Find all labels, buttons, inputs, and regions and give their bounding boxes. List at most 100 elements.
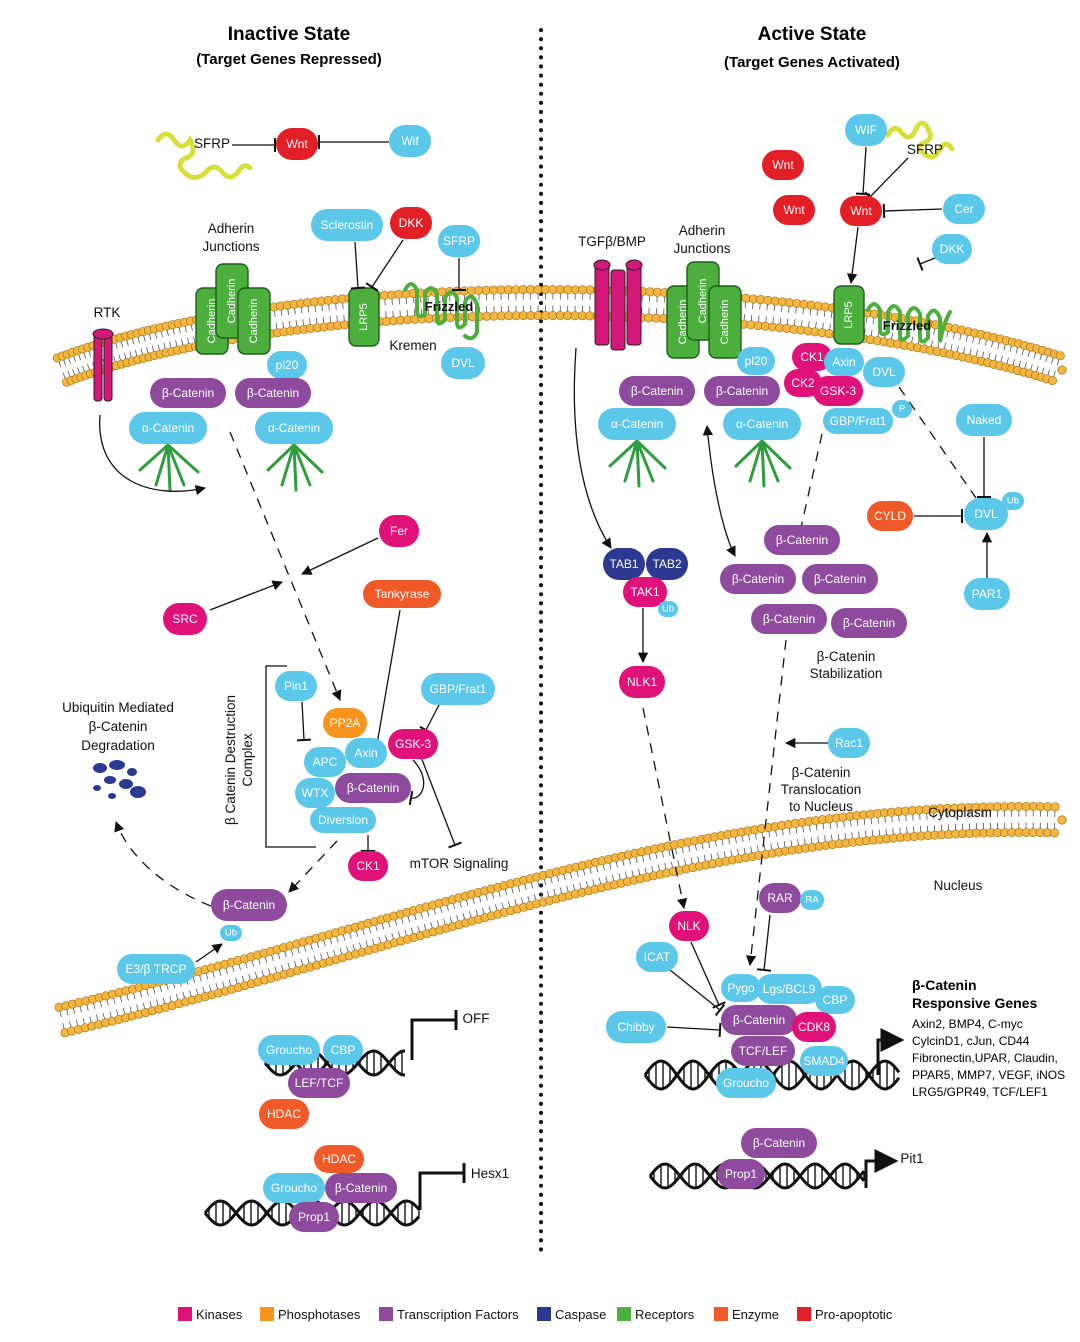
node-label: TCF/LEF [739, 1044, 788, 1058]
node-tab1: TAB1 [603, 548, 645, 580]
node-ck1: CK1 [792, 343, 832, 371]
node-beta-catenin: β-Catenin [764, 525, 840, 555]
node-label: β-Catenin [162, 386, 214, 400]
receptor-label: Cadherin [677, 300, 689, 345]
node-shape [792, 343, 832, 371]
legend-item-receptors: Receptors [617, 1306, 694, 1322]
node-label: DVL [451, 356, 475, 370]
label: Hesx1 [471, 1166, 509, 1181]
node-label: Tankyrase [375, 587, 430, 601]
sfrp-squiggle-left [155, 131, 253, 180]
node-label: LEF/TCF [295, 1076, 344, 1090]
node-hdac: HDAC [259, 1099, 309, 1129]
legend-swatch [379, 1307, 393, 1321]
rtk-receptor [92, 328, 114, 402]
node-label: GSK-3 [820, 384, 856, 398]
node-beta-catenin: β-Catenin [704, 376, 780, 406]
genes-line: Axin2, BMP4, C-myc [912, 1017, 1023, 1031]
label: Adherin [679, 223, 726, 238]
node-shape [211, 889, 287, 921]
node-shape [823, 408, 893, 434]
legend-label: Enzyme [732, 1306, 779, 1322]
node-shape [762, 150, 804, 180]
node-label: Prop1 [298, 1210, 330, 1224]
node-cbp: CBP [815, 986, 855, 1014]
label: Stabilization [810, 666, 883, 681]
node-wnt: Wnt [762, 150, 804, 180]
node-label: DVL [974, 507, 998, 521]
node-shape [129, 412, 207, 444]
node-shape [259, 1099, 309, 1129]
node-shape [276, 128, 318, 160]
legend-label: Kinases [196, 1306, 243, 1322]
node-label: Wnt [783, 203, 805, 217]
node-label: PP2A [330, 716, 361, 730]
legend-item-pro-apoptotic: Pro-apoptotic [797, 1306, 892, 1322]
node-shape [163, 603, 207, 635]
legend-swatch [797, 1307, 811, 1321]
label: RTK [94, 305, 121, 320]
genes-line: CylcinD1, cJun, CD44 [912, 1034, 1030, 1048]
alpha-catenin-fans [138, 439, 792, 492]
node-label: PAR1 [972, 587, 1003, 601]
node-beta-catenin: β-Catenin [751, 604, 827, 634]
node-label: Groucho [266, 1043, 312, 1057]
node-shape [603, 548, 645, 580]
node-alpha-catenin: α-Catenin [255, 412, 333, 444]
node-gsk-3: GSK-3 [388, 729, 438, 759]
node-beta-catenin: β-Catenin [211, 889, 287, 921]
legend-swatch [714, 1307, 728, 1321]
destruction-complex-label-1: β Catenin Destruction [223, 695, 238, 825]
receptor-label: Cadherin [226, 279, 238, 324]
node-src: SRC [163, 603, 207, 635]
node-label: Wnt [286, 137, 308, 151]
node-label: GBP/Frat1 [430, 682, 487, 696]
node-prop1: Prop1 [717, 1159, 765, 1189]
node-shape [723, 408, 801, 440]
node-label: α-Catenin [268, 421, 320, 435]
node-label: SMAD4 [803, 1054, 845, 1068]
node-shape [267, 351, 307, 379]
node-label: DKK [399, 216, 424, 230]
node-label: β-Catenin [716, 384, 768, 398]
node-shape [304, 747, 346, 777]
node-shape [619, 376, 695, 406]
node-cer: Cer [943, 194, 985, 224]
label: Nucleus [934, 878, 983, 893]
node-cyld: CYLD [867, 501, 913, 531]
node-label: β-Catenin [776, 533, 828, 547]
node-tankyrase: Tankyrase [363, 580, 441, 608]
node-wif: Wif [389, 125, 431, 157]
node-cdk8: CDK8 [792, 1012, 836, 1042]
node-label: Naked [967, 413, 1002, 427]
responsive-genes-block: β-Catenin Responsive Genes Axin2, BMP4, … [912, 977, 1065, 1099]
legend-swatch [537, 1307, 551, 1321]
node-dkk: DKK [390, 207, 432, 239]
node-shape [335, 773, 411, 803]
interaction-lines [99, 135, 993, 1210]
legend-label: Caspase [555, 1306, 607, 1322]
node-label: Chibby [617, 1020, 654, 1034]
node-label: Prop1 [725, 1167, 757, 1181]
node-shape [669, 911, 709, 941]
node-shape [263, 1173, 325, 1203]
node-pl20: pl20 [737, 347, 775, 375]
node-dvl: DVL [964, 498, 1008, 530]
node-ub: Ub [1002, 492, 1024, 510]
node-hdac: HDAC [314, 1145, 364, 1173]
label: Translocation [781, 782, 862, 797]
node-shape [288, 1068, 350, 1098]
node-alpha-catenin: α-Catenin [723, 408, 801, 440]
node-rac1: Rac1 [828, 728, 870, 758]
label: Cytoplasm [928, 805, 992, 820]
node-par1: PAR1 [964, 578, 1010, 610]
node-shape [623, 577, 667, 607]
node-groucho: Groucho [258, 1035, 320, 1065]
node-label: β-Catenin [753, 1136, 805, 1150]
label: β-Catenin [792, 765, 851, 780]
node-lgs-bcl9: Lgs/BCL9 [756, 974, 822, 1004]
node-shape [751, 604, 827, 634]
sfrp-squiggle-right [885, 120, 955, 160]
node-wnt: Wnt [840, 196, 882, 226]
